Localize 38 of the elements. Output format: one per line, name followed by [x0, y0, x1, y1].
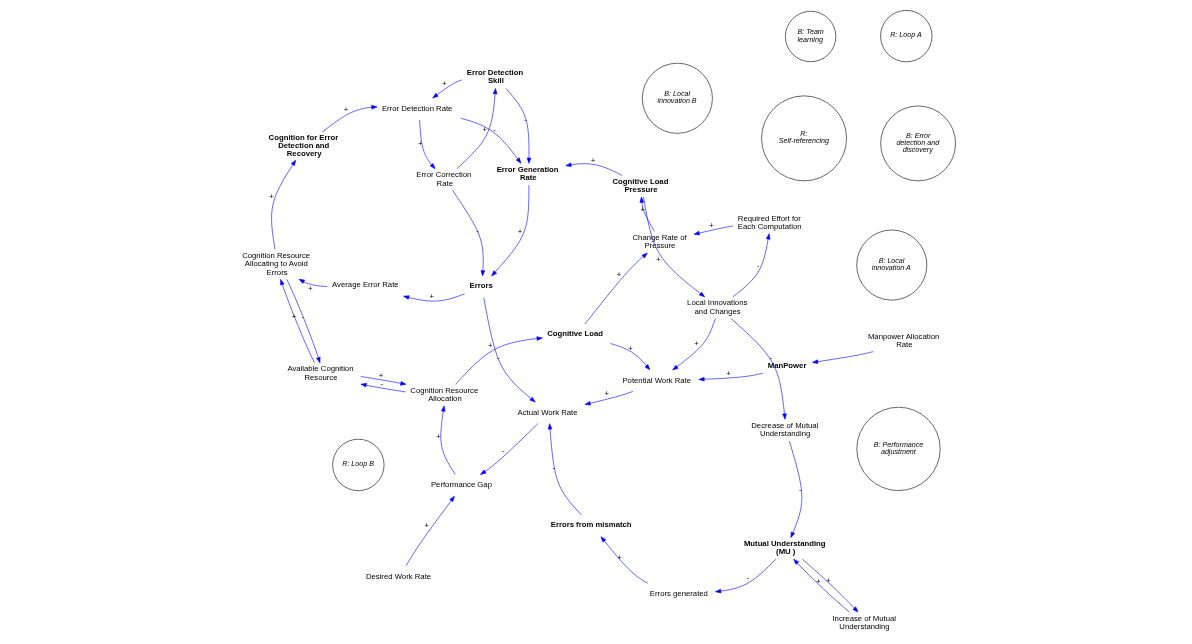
arrow: [360, 383, 406, 393]
arrow: [698, 372, 763, 382]
arrow: [298, 279, 328, 287]
arrow: [732, 233, 770, 298]
arrow: [451, 189, 485, 277]
arrow: [600, 536, 648, 584]
arrow: [431, 79, 462, 99]
arrow: [482, 297, 535, 403]
arrow: [490, 184, 529, 277]
arrow: [405, 495, 455, 567]
arrow: [788, 440, 802, 538]
arrow: [642, 196, 705, 298]
arrow: [402, 293, 465, 302]
arrow: [639, 196, 655, 232]
arrow: [359, 376, 406, 386]
arrow: [584, 252, 648, 325]
arrow: [440, 405, 456, 475]
arrow: [321, 105, 377, 133]
arrow: [479, 423, 538, 475]
arrow: [714, 558, 776, 594]
arrow: [671, 318, 716, 371]
arrow: [505, 88, 531, 164]
arrow: [811, 351, 873, 364]
arrow: [286, 279, 320, 364]
arrow: [456, 88, 497, 169]
arrow: [418, 119, 435, 169]
arrow: [801, 559, 858, 613]
arrow: [730, 318, 787, 420]
arrow: [693, 225, 733, 236]
arrow: [454, 336, 543, 385]
arrow: [792, 558, 850, 613]
arrow: [584, 391, 633, 406]
arrow: [459, 117, 521, 164]
arrow: [279, 279, 315, 363]
arrow: [547, 423, 582, 516]
arrow: [565, 162, 622, 176]
arrow: [270, 159, 296, 250]
arrow: [609, 343, 650, 371]
